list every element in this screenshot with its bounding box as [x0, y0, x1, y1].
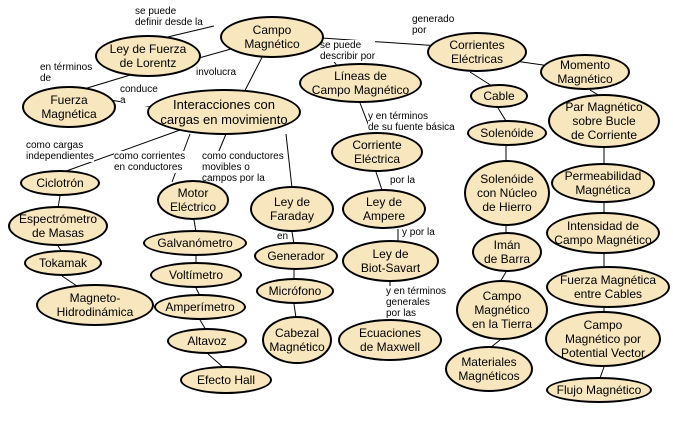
node-solenoide: Solenóide — [467, 120, 547, 146]
node-cabezal: Cabezal Magnético — [262, 316, 332, 364]
node-efecto-hall: Efecto Hall — [180, 366, 272, 394]
node-espectrometro: Espectrómetro de Masas — [8, 206, 108, 246]
node-maxwell: Ecuaciones de Maxwell — [338, 319, 442, 361]
node-lineas-campo: Líneas de Campo Magnético — [299, 63, 422, 103]
label-cargas-independientes: como cargas independientes — [26, 140, 94, 162]
label-describir-por: se puede describir por — [320, 40, 376, 62]
node-corrientes-electricas: Corrientes Eléctricas — [427, 32, 527, 72]
node-mhd: Magneto- Hidrodinámica — [36, 284, 154, 326]
node-momento-magnetico: Momento Magnético — [540, 54, 630, 90]
node-permeabilidad: Permeabilidad Magnética — [551, 163, 655, 203]
node-galvanometro: Galvanómetro — [143, 230, 247, 256]
label-en: en — [277, 231, 289, 242]
label-corrientes-conductores: como corrientes en conductores — [114, 151, 186, 173]
connector-line — [285, 133, 293, 189]
node-faraday: Ley de Faraday — [250, 186, 334, 232]
node-cable: Cable — [470, 84, 528, 108]
node-ciclotron: Ciclotrón — [20, 170, 100, 196]
node-potencial-vector: Campo Magnético por Potential Vector — [545, 311, 661, 367]
node-tokamak: Tokamak — [24, 250, 102, 276]
label-involucra: involucra — [196, 67, 237, 78]
node-motor: Motor Eléctrico — [157, 180, 229, 220]
node-flujo: Flujo Magnético — [546, 377, 652, 403]
connector-line — [469, 71, 493, 87]
node-microfono: Micrófono — [256, 278, 334, 304]
label-conduce-a: conduce a — [120, 84, 158, 106]
connector-line — [321, 37, 441, 47]
node-interacciones: Interacciones con cargas en movimiento — [147, 89, 301, 135]
node-campo-magnetico: Campo Magnético — [220, 16, 324, 58]
label-definir-desde: se puede definir desde la — [135, 6, 203, 28]
connector-line — [497, 107, 507, 122]
node-voltimetro: Voltímetro — [150, 262, 242, 288]
label-fuente-basica: y en términos de su fuente básica — [368, 111, 455, 133]
node-fuerza-magnetica: Fuerza Magnética — [22, 86, 116, 128]
node-biot-savart: Ley de Biot-Savart — [342, 240, 439, 282]
node-corriente-electrica: Corriente Eléctrica — [331, 132, 423, 172]
node-materiales: Materiales Magnéticos — [445, 346, 533, 392]
node-generador: Generador — [254, 242, 338, 270]
label-conductores-movibles: como conductores movibles o campos por l… — [202, 151, 284, 184]
connector-line — [375, 171, 383, 191]
label-terminos-generales: y en términos generales por las — [386, 286, 447, 319]
label-por-la: por la — [390, 175, 416, 186]
node-campo-tierra: Campo Magnético en la Tierra — [456, 280, 548, 340]
label-en-terminos-de: en términos de — [40, 62, 93, 84]
node-intensidad: Intensidad de Campo Magnético — [546, 212, 660, 254]
node-lorentz: Ley de Fuerza de Lorentz — [95, 35, 201, 77]
node-solenoide-hierro: Solenóide con Núcleo de Hierro — [464, 160, 550, 226]
label-y-por-la: y por la — [402, 227, 435, 238]
node-amperimetro: Amperímetro — [154, 294, 246, 320]
node-iman-barra: Imán de Barra — [472, 232, 542, 272]
node-fuerza-cables: Fuerza Magnética entre Cables — [546, 266, 670, 308]
node-altavoz: Altavoz — [167, 328, 247, 354]
connector-line — [293, 303, 297, 319]
node-ley-ampere: Ley de Ampere — [342, 189, 426, 229]
label-generado-por: generado por — [412, 14, 455, 36]
node-par-magnetico: Par Magnético sobre Bucle de Corriente — [548, 94, 660, 148]
